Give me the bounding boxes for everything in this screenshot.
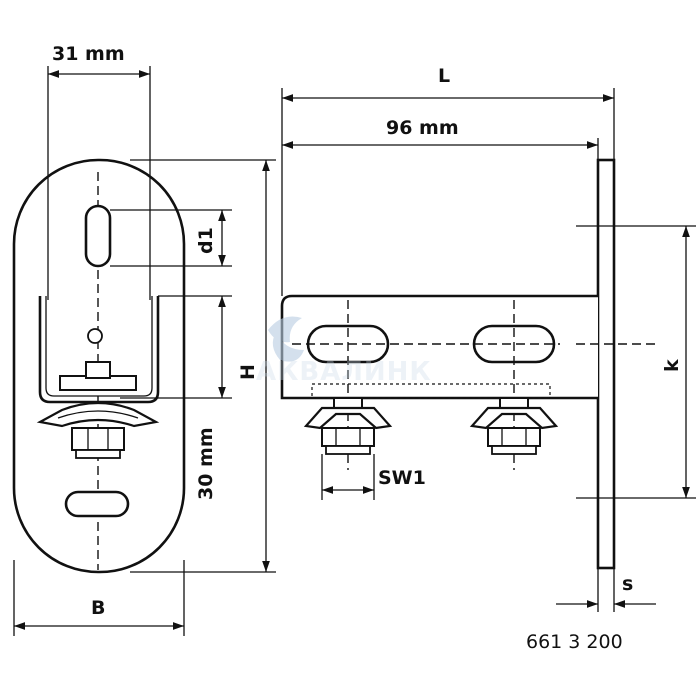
label-B: B [91,597,105,619]
dim-height: H [130,159,276,573]
label-H: H [237,364,259,380]
label-s: s [622,573,633,595]
bolt-right [469,397,559,455]
label-30mm: 30 mm [195,427,217,500]
dim-spacing: k [576,225,696,499]
label-L: L [438,65,450,87]
side-view [280,158,616,570]
front-view [12,158,186,574]
label-SW1: SW1 [378,467,426,489]
label-d1: d1 [195,227,217,254]
dim-length: L [281,65,615,296]
dim-arm-length: 96 mm [282,117,599,160]
dim-30mm: 30 mm [120,295,232,500]
dim-thickness: s [556,568,656,612]
dim-width-top: 31 mm [47,43,151,300]
label-k: k [661,359,683,372]
dim-d1: d1 [110,209,232,267]
wall-plate [596,158,616,570]
label-31mm: 31 mm [52,43,125,65]
watermark: АКВАЛИНК [256,316,432,387]
arm [280,294,598,400]
front-top-slot [84,204,112,268]
bolt-left [303,397,393,455]
article-number: 661 3 200 [526,631,623,653]
dim-width: B [13,560,185,636]
dim-wrench: SW1 [321,454,426,500]
front-bottom-slot [64,490,130,518]
watermark-text: АКВАЛИНК [256,357,432,387]
label-96mm: 96 mm [386,117,459,139]
